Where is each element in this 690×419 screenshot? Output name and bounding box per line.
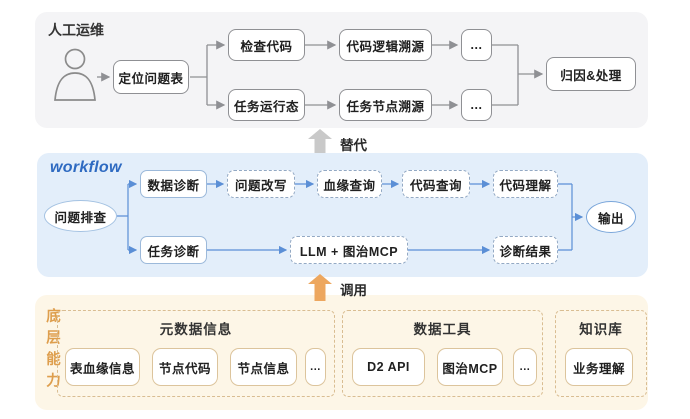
node-attribution-handling: 归因&处理 (546, 57, 636, 91)
node-locate-issue-table: 定位问题表 (113, 60, 189, 94)
node-issue-triage: 问题排查 (44, 200, 117, 232)
item-node-info: 节点信息 (230, 348, 297, 386)
manual-ops-title: 人工运维 (48, 22, 104, 38)
workflow-panel: workflow 问题排查 数据诊断 任务诊断 问题改写 血缘查询 代码查询 代… (37, 153, 648, 277)
invoke-label: 调用 (340, 283, 367, 298)
invoke-up-arrow-icon (308, 274, 332, 301)
person-icon (54, 48, 96, 101)
item-tuzhi-mcp: 图治MCP (437, 348, 503, 386)
node-ellipsis-bottom: ... (461, 89, 492, 121)
item-tools-ellipsis: ... (513, 348, 537, 386)
node-llm-tuzhi-mcp: LLM + 图治MCP (290, 236, 408, 264)
replace-label: 替代 (340, 138, 367, 153)
group-data-tools-title: 数据工具 (413, 322, 472, 337)
node-ellipsis-top: ... (461, 29, 492, 61)
node-code-logic-trace: 代码逻辑溯源 (339, 29, 432, 61)
node-code-query: 代码查询 (402, 170, 470, 198)
node-data-diagnosis: 数据诊断 (140, 170, 207, 198)
node-task-diagnosis: 任务诊断 (140, 236, 207, 264)
node-code-understanding: 代码理解 (493, 170, 558, 198)
group-data-tools: 数据工具 (342, 310, 543, 397)
item-node-code: 节点代码 (152, 348, 218, 386)
group-knowledge-base: 知识库 (555, 310, 647, 397)
replace-up-arrow-icon (308, 129, 332, 156)
item-metadata-ellipsis: ... (305, 348, 326, 386)
item-table-lineage-info: 表血缘信息 (65, 348, 140, 386)
group-knowledge-base-title: 知识库 (579, 322, 623, 337)
group-metadata-info: 元数据信息 (57, 310, 335, 397)
group-metadata-title: 元数据信息 (159, 322, 233, 337)
node-task-runtime: 任务运行态 (228, 89, 305, 121)
node-task-node-trace: 任务节点溯源 (339, 89, 432, 121)
node-diagnosis-result: 诊断结果 (493, 236, 558, 264)
manual-ops-panel: 人工运维 定位问题表 检查代码 任务运行态 代码逻辑溯源 任务节点溯源 ... … (35, 12, 648, 128)
item-d2-api: D2 API (352, 348, 425, 386)
workflow-title: workflow (50, 159, 122, 176)
node-check-code: 检查代码 (228, 29, 305, 61)
foundation-title: 底层能力 (44, 308, 60, 394)
foundation-panel: 底层能力 元数据信息 表血缘信息 节点代码 节点信息 ... 数据工具 D2 A… (35, 295, 648, 410)
node-output: 输出 (586, 201, 636, 233)
node-question-rewrite: 问题改写 (227, 170, 295, 198)
node-lineage-query: 血缘查询 (317, 170, 382, 198)
item-business-understanding: 业务理解 (565, 348, 633, 386)
